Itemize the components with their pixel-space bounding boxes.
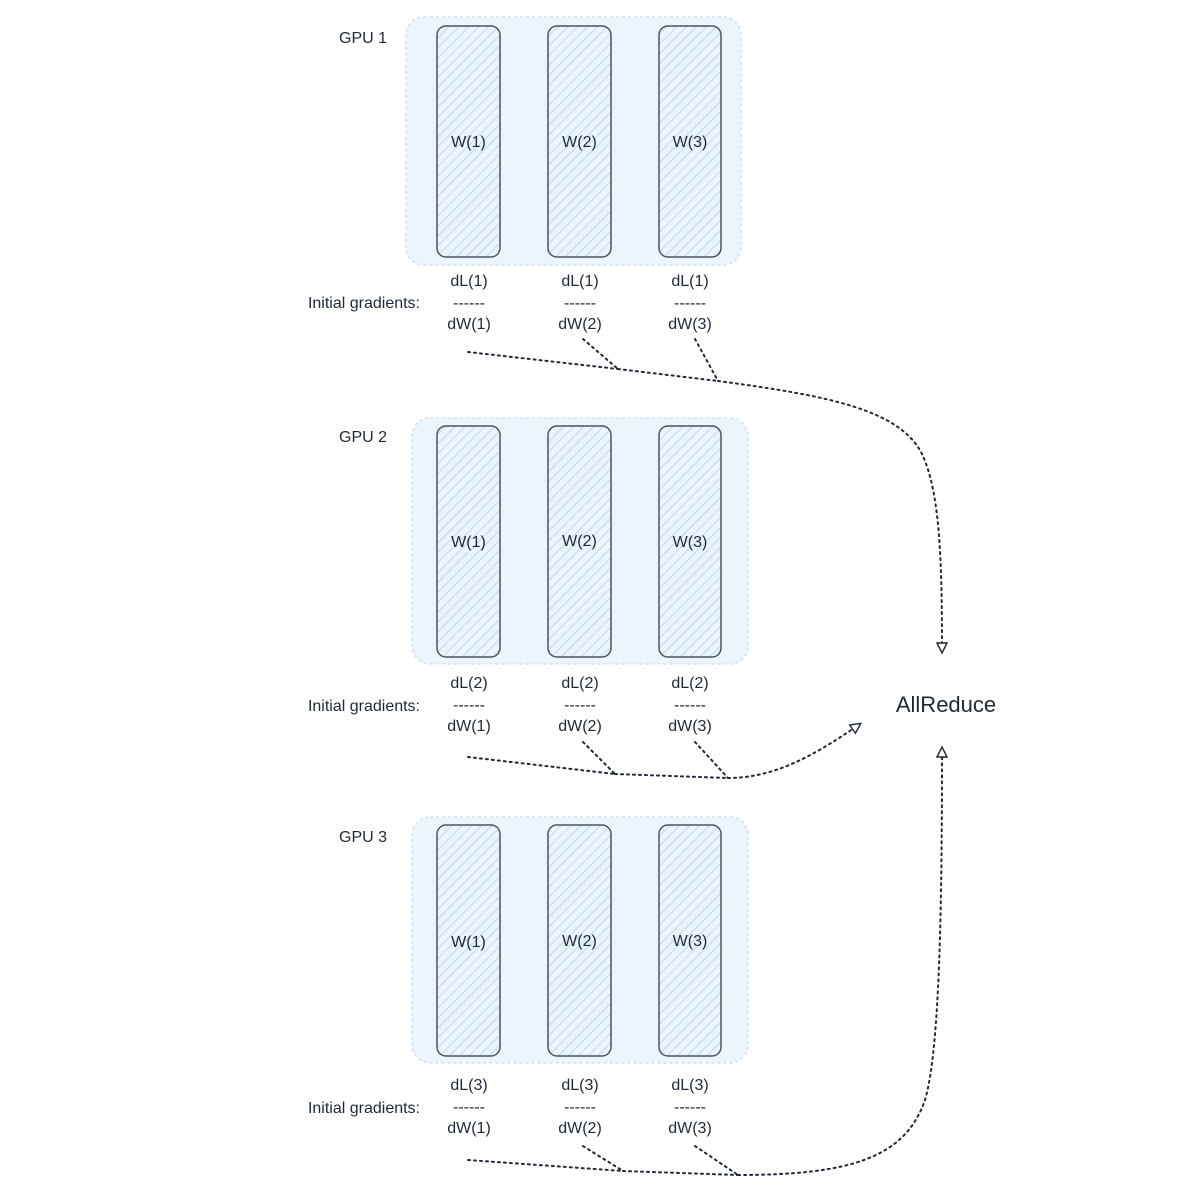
- weight-label: W(1): [451, 134, 486, 151]
- gradient-fraction: dL(1) ------ dW(3): [668, 273, 712, 333]
- gradient-denominator: dW(2): [558, 718, 602, 735]
- gradient-fraction: dL(3) ------ dW(2): [558, 1077, 602, 1137]
- gradient-numerator: dL(2): [450, 675, 487, 692]
- gradient-fraction: dL(3) ------ dW(1): [447, 1077, 491, 1137]
- allreduce-arrow-from-gpu-1: [717, 380, 942, 652]
- weight-label: W(3): [673, 933, 708, 950]
- gpu-label: GPU 1: [339, 30, 387, 47]
- weight-label: W(2): [562, 933, 597, 950]
- gradient-denominator: dW(3): [668, 1120, 712, 1137]
- gradient-connector: [582, 1145, 624, 1172]
- gradient-fraction: dL(3) ------ dW(3): [668, 1077, 712, 1137]
- gradient-separator: ------: [453, 295, 485, 312]
- gradient-numerator: dL(3): [450, 1077, 487, 1094]
- weight-block: W(1): [436, 425, 501, 658]
- weight-block: W(1): [436, 824, 501, 1057]
- gradient-denominator: dW(3): [668, 718, 712, 735]
- allreduce-arrow-from-gpu-3: [737, 748, 942, 1176]
- weight-label: W(1): [451, 934, 486, 951]
- allreduce-label: AllReduce: [896, 692, 996, 717]
- gradient-separator: ------: [674, 1099, 706, 1116]
- gradient-numerator: dL(2): [671, 675, 708, 692]
- gradient-separator: ------: [564, 697, 596, 714]
- gradient-connector: [694, 1145, 739, 1176]
- gpu-group-3: GPU 3 W(1) W(2) W(3) Initial gradients: …: [308, 816, 749, 1137]
- gradient-separator: ------: [453, 1099, 485, 1116]
- gpu-group-1: GPU 1 W(1) W(2) W(3) Initial gradients: …: [308, 16, 742, 333]
- initial-gradients-label: Initial gradients:: [308, 698, 420, 715]
- initial-gradients-label: Initial gradients:: [308, 295, 420, 312]
- gpu-group-2: GPU 2 W(1) W(2) W(3) Initial gradients: …: [308, 417, 749, 735]
- gradient-fraction: dL(1) ------ dW(1): [447, 273, 491, 333]
- weight-block: W(1): [436, 25, 501, 258]
- weight-label: W(2): [562, 533, 597, 550]
- weight-label: W(2): [562, 134, 597, 151]
- gradient-separator: ------: [564, 295, 596, 312]
- gradient-connector: [622, 1170, 739, 1176]
- gpu-label: GPU 2: [339, 429, 387, 446]
- gradient-connector: [617, 368, 719, 382]
- gradient-numerator: dL(3): [561, 1077, 598, 1094]
- weight-block: W(3): [658, 25, 722, 258]
- gradient-separator: ------: [564, 1099, 596, 1116]
- gradient-numerator: dL(1): [561, 273, 598, 290]
- gradient-separator: ------: [453, 697, 485, 714]
- gradient-fraction: dL(1) ------ dW(2): [558, 273, 602, 333]
- gradient-fraction: dL(2) ------ dW(3): [668, 675, 712, 735]
- weight-block: W(3): [658, 824, 722, 1057]
- gradient-numerator: dL(1): [450, 273, 487, 290]
- gradient-denominator: dW(2): [558, 1120, 602, 1137]
- gradient-denominator: dW(3): [668, 316, 712, 333]
- gradient-numerator: dL(1): [671, 273, 708, 290]
- gradient-connector: [582, 338, 619, 370]
- weight-block: W(2): [547, 824, 612, 1057]
- gradient-connector: [467, 1159, 624, 1172]
- gradient-connector: [582, 741, 616, 775]
- gradient-fraction: dL(2) ------ dW(2): [558, 675, 602, 735]
- gradient-connector: [467, 351, 619, 370]
- weight-label: W(3): [673, 534, 708, 551]
- gpu-label: GPU 3: [339, 829, 387, 846]
- gradient-connector: [614, 773, 729, 779]
- weight-block: W(3): [658, 425, 722, 658]
- gradient-numerator: dL(3): [671, 1077, 708, 1094]
- gradient-separator: ------: [674, 697, 706, 714]
- gradient-denominator: dW(1): [447, 1120, 491, 1137]
- gradient-connector: [694, 741, 729, 779]
- allreduce-arrow-from-gpu-2: [727, 724, 860, 779]
- weight-label: W(1): [451, 534, 486, 551]
- initial-gradients-label: Initial gradients:: [308, 1100, 420, 1117]
- gradient-connector: [694, 338, 719, 382]
- gradient-denominator: dW(1): [447, 316, 491, 333]
- weight-block: W(2): [547, 425, 612, 658]
- gradient-denominator: dW(2): [558, 316, 602, 333]
- gradient-numerator: dL(2): [561, 675, 598, 692]
- weight-label: W(3): [673, 134, 708, 151]
- gradient-connector: [467, 756, 616, 775]
- weight-block: W(2): [547, 25, 612, 258]
- gradient-separator: ------: [674, 295, 706, 312]
- gradient-denominator: dW(1): [447, 718, 491, 735]
- gradient-fraction: dL(2) ------ dW(1): [447, 675, 491, 735]
